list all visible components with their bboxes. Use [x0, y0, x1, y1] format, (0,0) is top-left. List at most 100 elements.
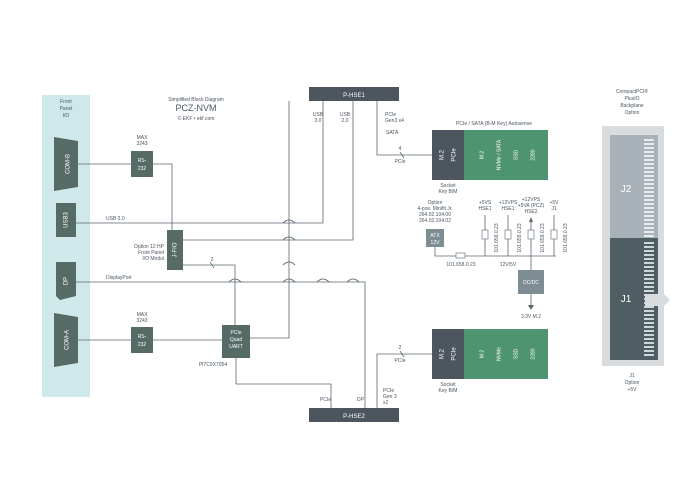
m2-bottom-dark2: PCIe [452, 347, 458, 361]
m2-bottom-socket1: Socket [440, 382, 456, 388]
m2-top-col1: M.2 [479, 151, 485, 160]
connector-pin [644, 143, 654, 145]
bp-title-1: CompactPCI® [616, 88, 648, 95]
j2-label: J2 [621, 184, 632, 195]
connector-pin [644, 235, 654, 237]
rail2-b: HSE1 [501, 206, 514, 212]
connector-pin [644, 207, 654, 209]
connector-pin [644, 151, 654, 153]
uart-l2: Quad [230, 337, 242, 343]
phse2-gen-c: x2 [383, 400, 389, 406]
connector-pin [644, 203, 654, 205]
usb-line-label: USB 3.0 [106, 216, 125, 222]
p-hse2-connector: P-HSE2 [309, 408, 399, 422]
bp-foot-2: Option [625, 380, 640, 386]
connector-pin [644, 175, 654, 177]
connector-pin [644, 290, 654, 292]
connector-pin [644, 258, 654, 260]
phse1-lane-label: PCIe [394, 159, 405, 165]
rail3-b: +5VA (PCZ) [518, 203, 545, 209]
connector-pin [644, 286, 654, 288]
phse1-sata: SATA [386, 130, 399, 136]
power-option-1: Option [428, 200, 443, 206]
m2-bottom-module: M.2 PCIe M.2 NVMe SSD 2280 [432, 329, 548, 379]
rail1-b: HSE1 [478, 206, 491, 212]
connector-pin [644, 354, 654, 356]
max-b-line2: 3243 [136, 141, 147, 147]
com-b-port: COM-B [54, 137, 78, 191]
m2-top-col2: NVMe / SATA [496, 139, 502, 170]
connector-pin [644, 350, 654, 352]
connector-pin [644, 338, 654, 340]
max-a-line2: 3243 [136, 318, 147, 324]
phse1-usb30-b: 3.0 [315, 118, 322, 124]
power-option-3: 264.02.104.00 [419, 212, 451, 218]
front-panel-label-2: Panel [60, 106, 73, 112]
fuse-main: 12V/5V [500, 262, 517, 268]
atx-connector: ATX 12V [426, 229, 444, 247]
title-model: PCZ-NVM [176, 103, 217, 113]
backplane: J2 J1 [602, 126, 670, 366]
phse1-usb20-b: 2.0 [342, 118, 349, 124]
com-a-port: COM-A [54, 313, 78, 367]
max-a-line1: MAX [137, 312, 149, 318]
connector-pin [644, 187, 654, 189]
connector-pin [644, 183, 654, 185]
phse1-pcie-b: Gen3 x4 [385, 118, 404, 124]
bp-foot-3: +5V [627, 387, 637, 393]
atx-l2: 12V [431, 240, 441, 246]
p-hse1-connector: P-HSE1 [309, 87, 399, 101]
phse1-lanes: 4 [399, 146, 402, 152]
connector-pin [644, 346, 654, 348]
fuse-code-1: 101.659.0.23 [494, 223, 500, 252]
m2-top-col3: SSD [513, 149, 519, 160]
phse2-lane-label: PCIe [394, 358, 405, 364]
uart-l3: UART [229, 344, 243, 350]
rail3-c: HSE2 [524, 209, 537, 215]
dp-port: DP [56, 262, 76, 300]
m2-top-dark1: M.2 [440, 149, 446, 160]
connector-pin [644, 274, 654, 276]
connector-pin [644, 310, 654, 312]
m2-top-col4: 2280 [530, 149, 536, 160]
m2-top-socket2: Key B/M [439, 189, 458, 195]
phse2-gen-a: PCIe [383, 388, 394, 394]
m2-bottom-col1: M.2 [479, 350, 485, 359]
connector-pin [644, 314, 654, 316]
connector-pin [644, 270, 654, 272]
connector-pin [644, 191, 654, 193]
m2-bottom-col2: NVMe [496, 347, 502, 361]
front-panel-label-3: I/O [63, 113, 70, 119]
rs232-top-l2: 232 [138, 166, 147, 172]
com-b-label: COM-B [66, 154, 72, 174]
rail1-a: +5VS [479, 200, 492, 206]
j1-arrow [645, 294, 670, 306]
fuse-code-2: 101.659.0.23 [517, 223, 523, 252]
uart-l1: PCIe [230, 330, 241, 336]
m2-bottom-socket2: Key B/M [439, 388, 458, 394]
connector-pin [644, 306, 654, 308]
com-a-label: COM-A [65, 330, 71, 350]
m2-bottom-col4: 2280 [530, 348, 536, 359]
dcdc-output: 3.3V M.2 [521, 314, 541, 320]
connector-pin [644, 262, 654, 264]
dp-label: DP [64, 277, 70, 285]
connector-pin [644, 334, 654, 336]
connector-pin [644, 223, 654, 225]
max-b-line1: MAX [137, 135, 149, 141]
phse1-usb20-a: USB [340, 112, 351, 118]
j-fio-desc2: Front Panel [138, 250, 164, 256]
connector-pin [644, 179, 654, 181]
uart-chip: PCIe Quad UART [222, 325, 250, 358]
bp-title-2: PlusIO [624, 96, 639, 102]
bp-title-3: Backplane [620, 103, 644, 109]
connector-pin [644, 246, 654, 248]
j-fio-desc1: Option 12 HP [134, 244, 165, 250]
phse1-usb30-a: USB [313, 112, 324, 118]
bp-title-4: Option [625, 110, 640, 116]
rs232-bottom-chip: RS- 232 [131, 327, 153, 353]
rs232-bottom-l1: RS- [138, 334, 147, 340]
connector-pin [644, 266, 654, 268]
power-wiring [434, 215, 558, 310]
